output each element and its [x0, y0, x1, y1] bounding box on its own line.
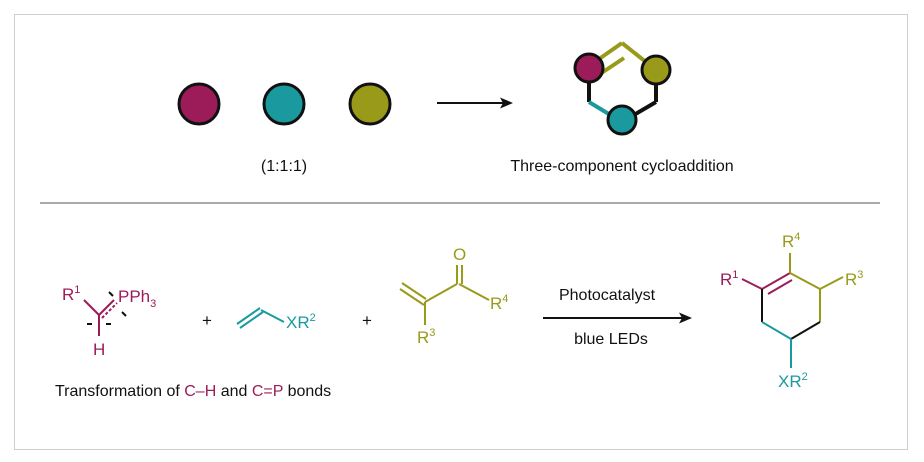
- ylide-h-label: H: [93, 340, 105, 359]
- ylide-r1-label: R1: [62, 284, 80, 304]
- cyclic-product-icon: [573, 41, 672, 136]
- enone-r3-label: R3: [417, 327, 435, 347]
- reaction-arrow-top: [437, 97, 513, 109]
- product-xr2-label: XR2: [778, 371, 808, 391]
- bond-transformation-caption: Transformation of C–H and C=P bonds: [55, 383, 331, 400]
- alkene-structure: [236, 307, 285, 329]
- conditions-above: Photocatalyst: [559, 287, 656, 304]
- ylide-structure: [83, 291, 127, 336]
- enone-structure: [399, 265, 490, 325]
- figure-frame: [14, 14, 908, 450]
- cyclohexene-product-structure: [741, 253, 844, 368]
- plus-sign-1: +: [202, 311, 212, 330]
- olive-component-circle: [348, 82, 392, 126]
- magenta-component-circle: [177, 82, 221, 126]
- ylide-pph3-label: PPh3: [118, 287, 156, 310]
- plus-sign-2: +: [362, 311, 372, 330]
- product-label: Three-component cycloaddition: [510, 158, 733, 175]
- enone-r4-label: R4: [490, 293, 508, 313]
- alkene-xr2-label: XR2: [286, 312, 316, 332]
- product-r3-label: R3: [845, 269, 863, 289]
- product-r4-label: R4: [782, 231, 800, 251]
- conditions-below: blue LEDs: [574, 331, 648, 348]
- enone-o-label: O: [453, 245, 466, 264]
- ratio-label: (1:1:1): [261, 158, 307, 175]
- product-r1-label: R1: [720, 269, 738, 289]
- teal-component-circle: [262, 82, 306, 126]
- reaction-arrow-bottom: [543, 312, 692, 324]
